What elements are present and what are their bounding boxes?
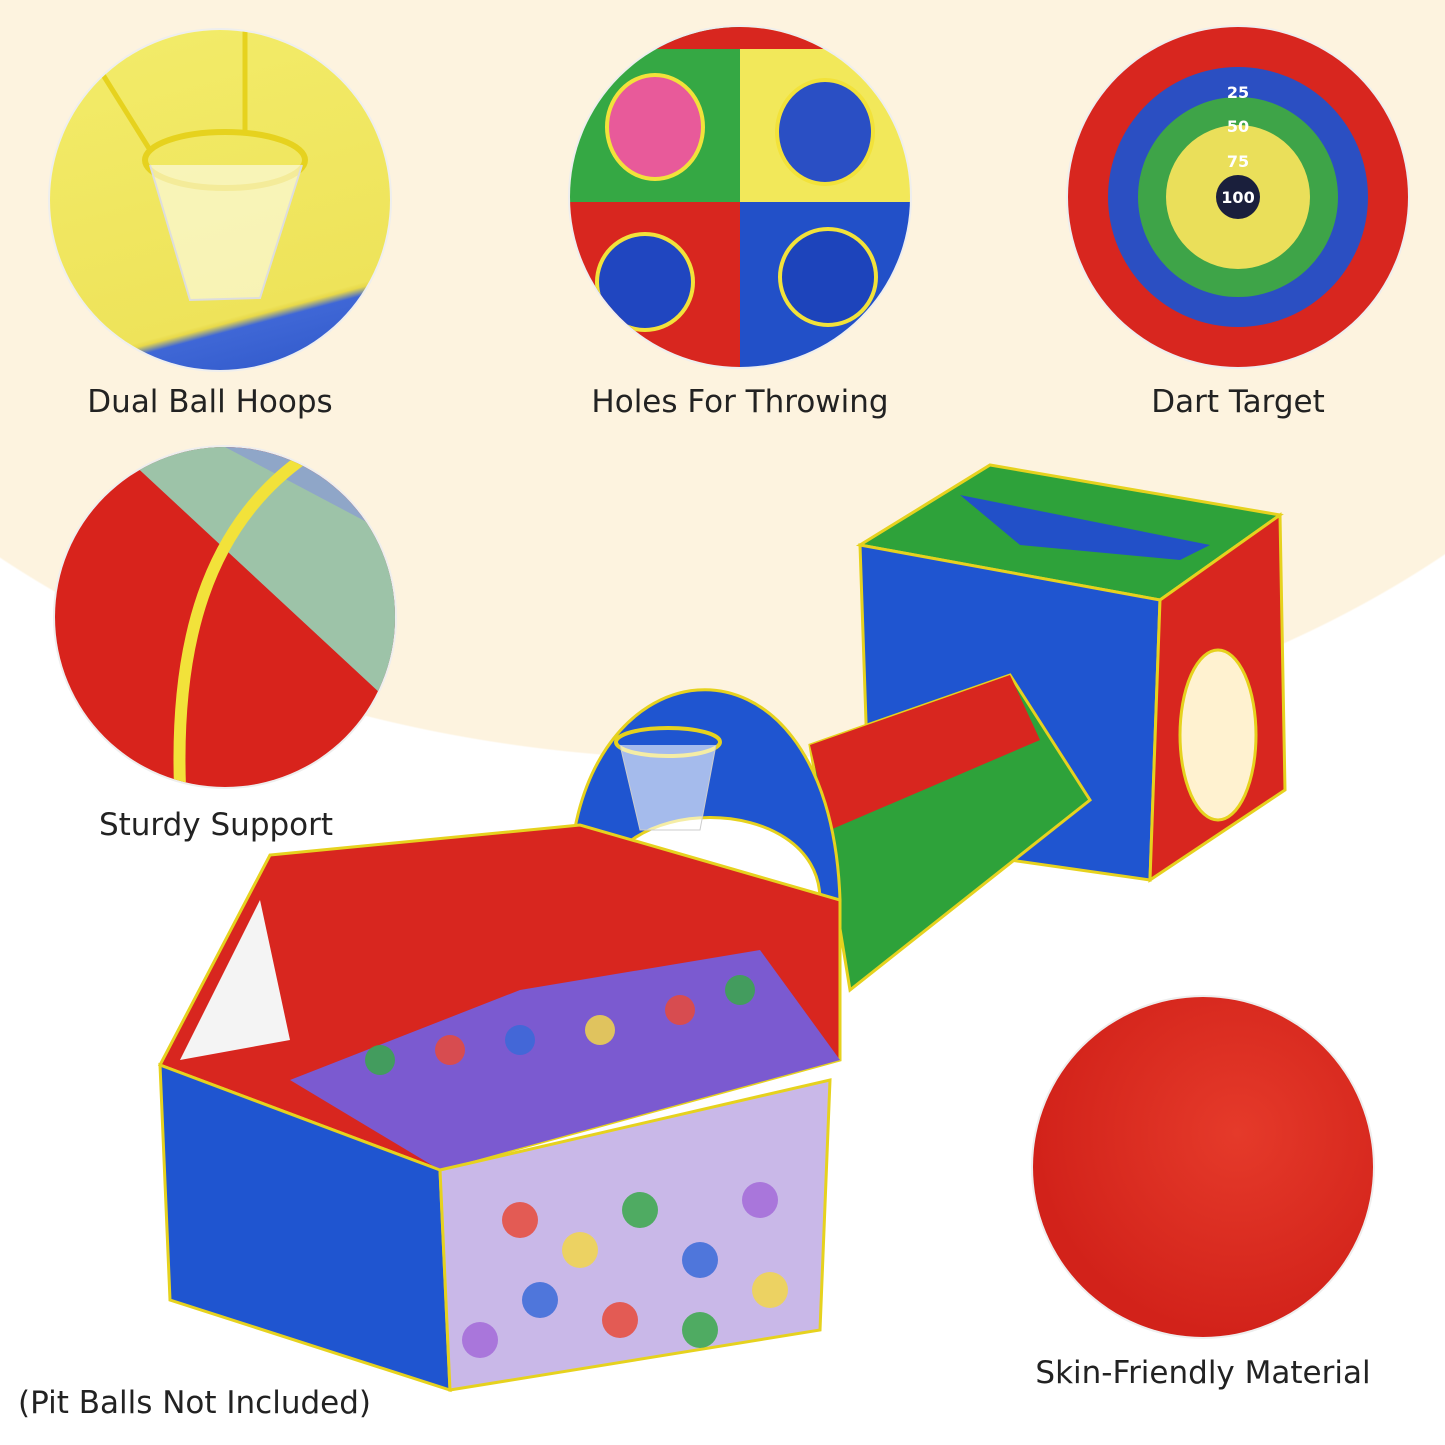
hoop-tent <box>568 688 842 902</box>
feature-label-holes-for-throwing: Holes For Throwing <box>591 384 889 420</box>
feature-label-dual-ball-hoops: Dual Ball Hoops <box>87 384 333 420</box>
holes-detail-image <box>570 27 910 367</box>
ball-pit <box>157 823 842 1172</box>
dart-score-25: 25 <box>1226 83 1250 102</box>
feature-label-sturdy-support: Sturdy Support <box>98 807 334 843</box>
dart-target-image: 25 50 75 100 <box>1068 27 1408 367</box>
sturdy-support-image <box>55 447 395 787</box>
cube-tent-front <box>858 543 1162 882</box>
feature-label-dart-target: Dart Target <box>1151 384 1325 420</box>
holes-panel-graphic <box>570 27 910 367</box>
tunnel <box>808 673 1092 993</box>
support-frame-graphic <box>55 447 395 787</box>
material-detail-image <box>1033 997 1373 1337</box>
hoops-detail-image <box>50 30 390 370</box>
feature-label-skin-friendly-material: Skin-Friendly Material <box>1035 1355 1371 1391</box>
dart-score-50: 50 <box>1226 117 1250 136</box>
dart-score-75: 75 <box>1226 152 1250 171</box>
cube-tent-side <box>1148 512 1287 883</box>
basket-hoop-icon <box>97 30 308 302</box>
pit-balls-note: (Pit Balls Not Included) <box>18 1385 372 1421</box>
dart-target-graphic <box>1108 67 1368 327</box>
dart-score-100: 100 <box>1221 188 1255 207</box>
cube-tent-top <box>855 463 1284 602</box>
